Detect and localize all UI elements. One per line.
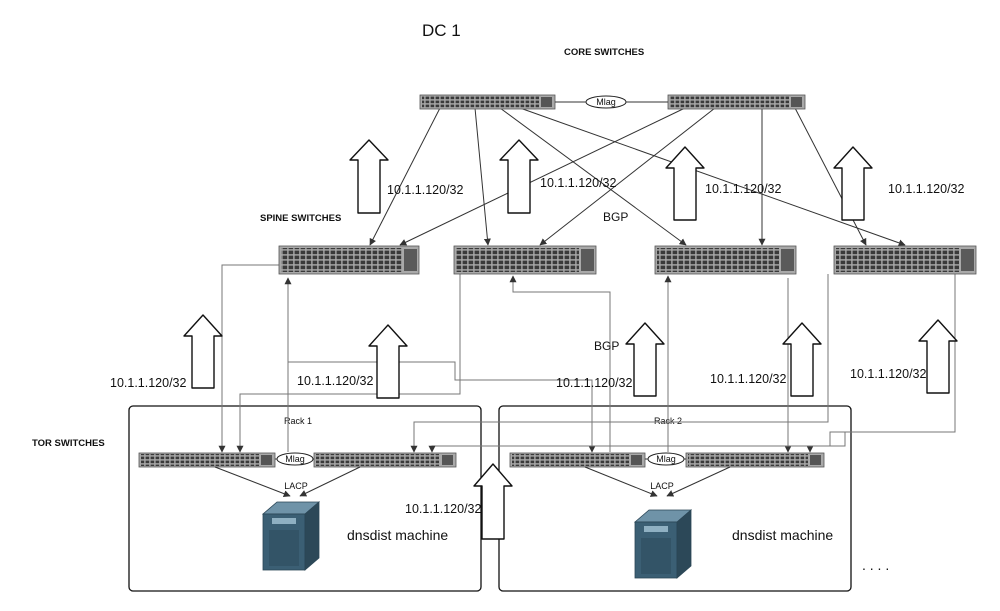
announcement-core-3: 10.1.1.120/32 bbox=[705, 182, 782, 196]
server-icon bbox=[261, 501, 321, 571]
up-arrow-icon bbox=[918, 319, 958, 394]
up-arrow-icon bbox=[782, 322, 822, 397]
up-arrow-icon bbox=[473, 463, 513, 540]
core-switch-2 bbox=[667, 94, 806, 110]
up-arrow-icon bbox=[368, 324, 408, 399]
up-arrow-icon bbox=[625, 322, 665, 397]
spine-switch-1 bbox=[278, 245, 420, 275]
announcement-core-2: 10.1.1.120/32 bbox=[540, 176, 617, 190]
up-arrow-icon bbox=[349, 139, 389, 214]
up-arrow-icon bbox=[183, 314, 223, 389]
spine-tor-links bbox=[218, 264, 956, 453]
announcement-spine-3: 10.1.1.120/32 bbox=[556, 376, 633, 390]
diagram-title: DC 1 bbox=[422, 21, 461, 40]
core-spine-links bbox=[369, 107, 906, 247]
announcement-spine-4: 10.1.1.120/32 bbox=[710, 372, 787, 386]
tor-switch-rack1-b bbox=[313, 452, 457, 468]
announcement-core-1: 10.1.1.120/32 bbox=[387, 183, 464, 197]
spine-switch-3 bbox=[654, 245, 797, 275]
up-arrow-icon bbox=[665, 146, 705, 221]
tor-switch-rack2-b bbox=[685, 452, 825, 468]
spine-switch-2 bbox=[453, 245, 597, 275]
announcement-core-4: 10.1.1.120/32 bbox=[888, 182, 965, 196]
core-switches-label: CORE SWITCHES bbox=[564, 47, 644, 58]
bgp-upper-label: BGP bbox=[603, 210, 628, 224]
mlag-rack2-link bbox=[647, 452, 685, 466]
announcement-spine-2: 10.1.1.120/32 bbox=[297, 374, 374, 388]
mlag-core-label: Mlag bbox=[596, 97, 616, 107]
spine-switch-4 bbox=[833, 245, 977, 275]
server-icon bbox=[633, 509, 693, 579]
mlag-rack2-label: Mlag bbox=[656, 454, 676, 464]
announcement-spine-1: 10.1.1.120/32 bbox=[110, 376, 187, 390]
bgp-lower-label: BGP bbox=[594, 339, 619, 353]
mlag-core-link bbox=[585, 95, 627, 109]
lacp-rack1-label: LACP bbox=[284, 481, 308, 491]
rack-1-box bbox=[128, 405, 482, 592]
tor-switches-label: TOR SWITCHES bbox=[32, 438, 105, 449]
announcement-rack: 10.1.1.120/32 bbox=[405, 502, 482, 516]
up-arrow-icon bbox=[833, 146, 873, 221]
rack-1-label: Rack 1 bbox=[284, 416, 312, 426]
more-racks-ellipsis: . . . . bbox=[862, 557, 889, 573]
lacp-rack2-label: LACP bbox=[650, 481, 674, 491]
rack-2-machine-label: dnsdist machine bbox=[732, 527, 833, 543]
core-switch-1 bbox=[419, 94, 556, 110]
tor-switch-rack2-a bbox=[509, 452, 646, 468]
rack-1-machine-label: dnsdist machine bbox=[347, 527, 448, 543]
spine-switches-label: SPINE SWITCHES bbox=[260, 213, 341, 224]
up-arrow-icon bbox=[499, 139, 539, 214]
announcement-spine-5: 10.1.1.120/32 bbox=[850, 367, 927, 381]
mlag-rack1-label: Mlag bbox=[285, 454, 305, 464]
mlag-rack1-link bbox=[276, 452, 314, 466]
tor-switch-rack1-a bbox=[138, 452, 276, 468]
